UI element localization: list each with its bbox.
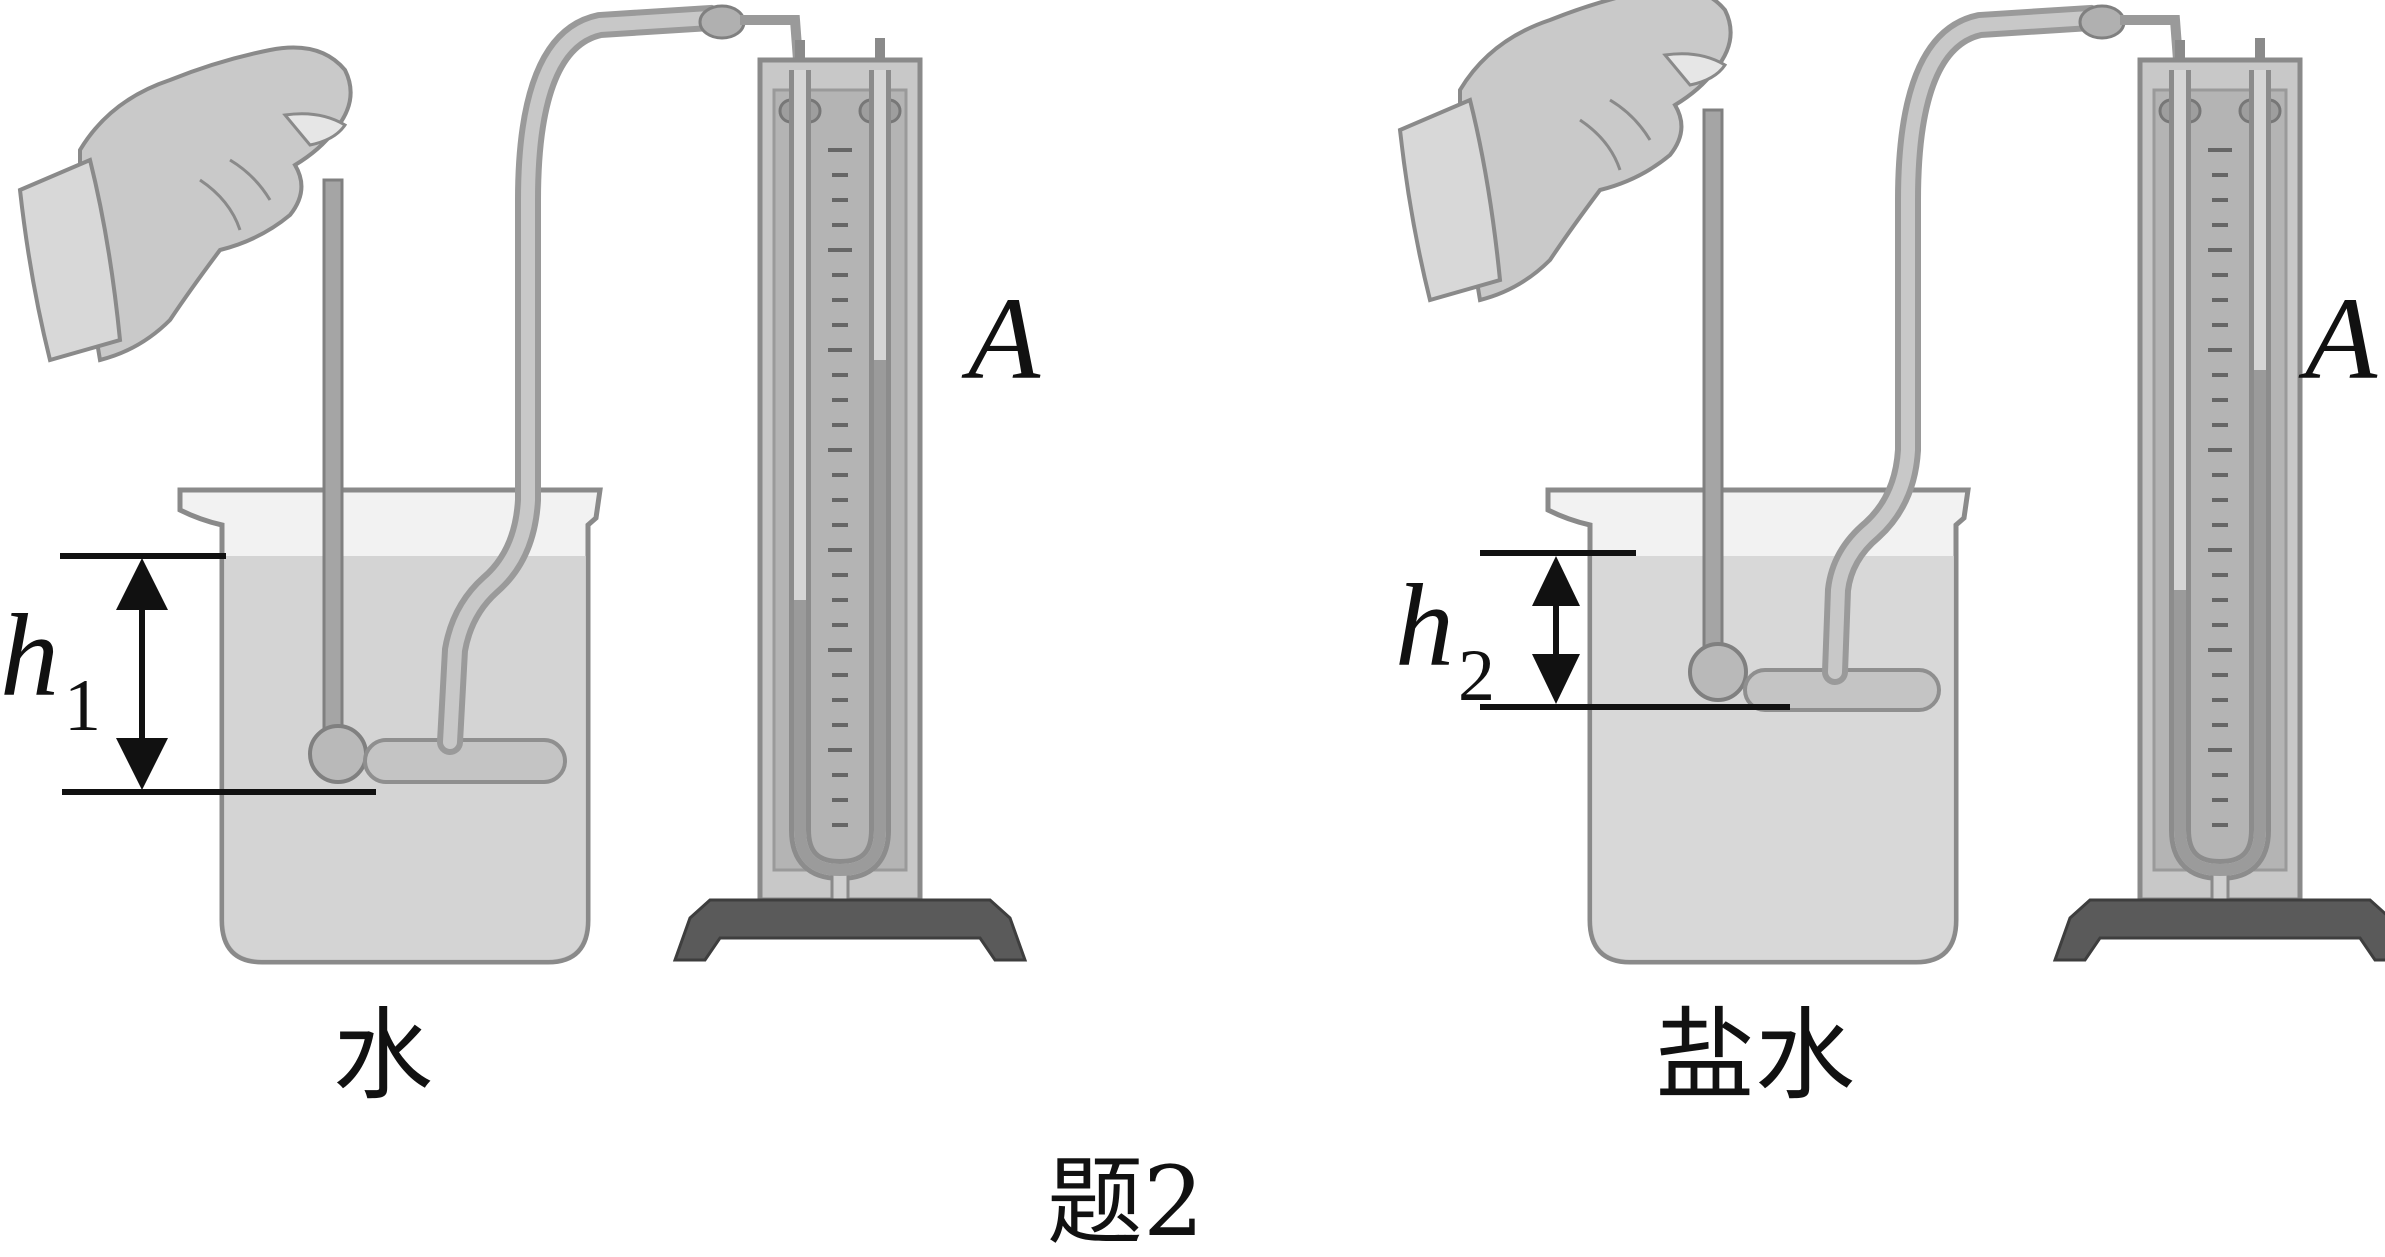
- right-salt-water: [1592, 556, 1954, 960]
- right-depth-subscript: 2: [1458, 635, 1495, 717]
- right-gauge-label: A: [2298, 273, 2378, 404]
- right-probe-rod: [1702, 108, 1724, 652]
- left-probe-head: [308, 724, 368, 784]
- left-depth-variable: h: [0, 590, 59, 721]
- right-depth-variable: h: [1395, 560, 1454, 691]
- left-apparatus: [18, 4, 1028, 965]
- right-hand-icon: [1398, 0, 1733, 302]
- left-gauge-label: A: [961, 273, 1041, 404]
- right-manometer: [2052, 38, 2385, 962]
- left-depth-subscript: 1: [64, 665, 101, 747]
- right-beaker: [1545, 487, 1971, 965]
- left-probe-rod: [322, 178, 344, 747]
- left-depth-marker: [60, 553, 376, 795]
- left-manometer-base: [672, 898, 1028, 962]
- left-probe-tube: [363, 738, 567, 784]
- figure-caption: 题2: [1047, 1146, 1204, 1257]
- left-manometer: [672, 38, 1028, 962]
- right-liquid-label: 盐水: [1655, 997, 1855, 1114]
- right-probe-head: [1688, 642, 1748, 702]
- left-liquid-label: 水: [333, 997, 433, 1114]
- right-depth-marker: [1480, 550, 1790, 710]
- right-manometer-base: [2052, 898, 2385, 962]
- left-beaker: [177, 487, 603, 965]
- left-hand-icon: [18, 45, 353, 362]
- right-apparatus: [1398, 0, 2385, 965]
